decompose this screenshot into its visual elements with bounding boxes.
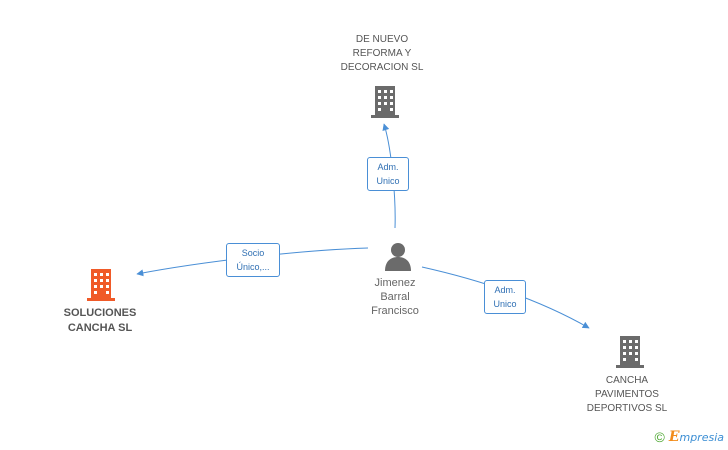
person-icon[interactable] — [383, 241, 413, 271]
node-label-de-nuevo[interactable]: DE NUEVO REFORMA Y DECORACION SL — [340, 34, 424, 73]
node-label-soluciones[interactable]: SOLUCIONES CANCHA SL — [63, 307, 137, 334]
node-label-person[interactable]: Jimenez Barral Francisco — [371, 277, 419, 317]
node-label-cancha[interactable]: CANCHA PAVIMENTOS DEPORTIVOS SL — [586, 375, 668, 414]
building-icon[interactable] — [370, 84, 400, 118]
brand-initial: E — [668, 429, 680, 445]
copyright-symbol: © — [654, 429, 665, 445]
brand-watermark: © E mpresia — [654, 429, 724, 445]
edge-label-to-de-nuevo[interactable]: Adm. Unico — [367, 157, 409, 191]
edge-label-to-cancha[interactable]: Adm. Unico — [484, 280, 526, 314]
building-icon[interactable] — [615, 334, 645, 368]
building-icon[interactable] — [86, 267, 116, 301]
brand-name: mpresia — [679, 430, 724, 444]
edge-label-to-soluciones[interactable]: Socio Único,... — [226, 243, 280, 277]
